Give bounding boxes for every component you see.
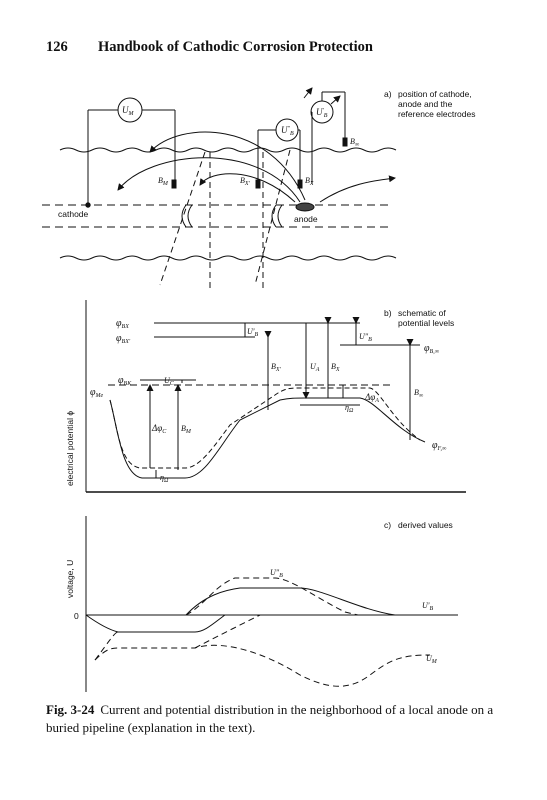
anode-spot	[295, 202, 315, 212]
figure-caption-text: Current and potential distribution in th…	[46, 702, 494, 735]
eta-a-label: ηΩ	[345, 403, 354, 414]
current-line-inner	[199, 173, 296, 203]
electrode-binf-label: B∞	[350, 137, 360, 148]
meter-ub-prime-label: U'B	[316, 107, 328, 119]
page-number: 126	[46, 39, 68, 55]
phi-me-label: φMe	[90, 387, 104, 399]
panel-c-y-axis-label: voltage, U	[65, 560, 75, 598]
curve-um-lower	[94, 644, 431, 687]
uc-label: UC	[164, 376, 175, 387]
current-line-top	[149, 131, 306, 201]
curve-um-solid	[85, 614, 226, 633]
panel-b-caption-2: potential levels	[398, 318, 454, 328]
ub-prime-level-label: U'B	[247, 327, 259, 338]
curve-ub-prime	[86, 587, 458, 616]
dphi-a-label: ΔφA	[364, 392, 379, 404]
ua-label: UA	[310, 362, 320, 373]
book-title: Handbook of Cathodic Corrosion Protectio…	[98, 39, 373, 55]
electrode-bm-label: BM	[158, 176, 169, 187]
eta-c-label: ηΩ	[160, 473, 169, 484]
page-header: 126 Handbook of Cathodic Corrosion Protec…	[46, 39, 516, 56]
electrode-binf	[342, 137, 348, 147]
bx1-level-label: BX'	[271, 362, 282, 373]
anode-label: anode	[294, 214, 318, 224]
pipe-joint-right	[271, 204, 283, 228]
binf-level-label: B∞	[414, 388, 424, 399]
panel-b-caption-1: schematic of	[398, 308, 446, 318]
panel-a-caption-1: position of cathode,	[398, 89, 472, 99]
panel-c-letter: c)	[384, 520, 391, 530]
curve-soil-potential	[109, 397, 426, 479]
panel-b-y-axis-label: electrical potential ϕ	[65, 411, 75, 486]
phi-bx-label: φBX	[116, 318, 129, 330]
panel-c	[85, 516, 458, 692]
meter-ub-double-label: U"B	[281, 125, 294, 137]
cathode-label: cathode	[58, 209, 89, 219]
panel-a	[42, 87, 397, 290]
meter-um-label: UM	[122, 105, 135, 117]
bm-level-label: BM	[181, 424, 192, 435]
phi-bx1-label: φBX'	[116, 333, 131, 345]
phi-binf-label: φB,∞	[424, 343, 440, 355]
um-curve-label: UM	[426, 654, 438, 665]
panel-b	[85, 300, 466, 493]
phi-bk-label: φBK	[118, 375, 132, 387]
panel-c-caption: derived values	[398, 520, 453, 530]
curve-ub-double	[86, 577, 458, 616]
panel-b-letter: b)	[384, 308, 392, 318]
panel-a-caption-2: anode and the	[398, 99, 453, 109]
ub-double-level-label: U"B	[359, 332, 372, 343]
panel-a-letter: a)	[384, 89, 392, 99]
electrode-bx1	[255, 179, 261, 189]
electrode-bx	[297, 179, 303, 189]
electrode-bx-label: BX	[305, 176, 314, 187]
dphi-c-label: ΔφC	[151, 423, 167, 435]
bx-level-label: BX	[331, 362, 340, 373]
figure-number: Fig. 3-24	[46, 702, 95, 717]
curve-pipe-potential	[109, 387, 421, 469]
current-line-right	[319, 175, 396, 203]
ub-prime-curve-label: U'B	[422, 601, 434, 612]
electrode-bx1-label: BX'	[240, 176, 251, 187]
phi-finf-label: φF,∞	[432, 440, 447, 452]
soil-surface-line	[59, 147, 397, 153]
panel-c-zero: 0	[74, 611, 79, 621]
soil-bottom-line	[59, 255, 397, 261]
ub-double-curve-label: U"B	[270, 568, 283, 579]
pipe-joint-left	[181, 204, 193, 228]
current-line-outer	[117, 157, 301, 203]
electrode-bm	[171, 179, 177, 189]
panel-a-caption-3: reference electrodes	[398, 109, 476, 119]
